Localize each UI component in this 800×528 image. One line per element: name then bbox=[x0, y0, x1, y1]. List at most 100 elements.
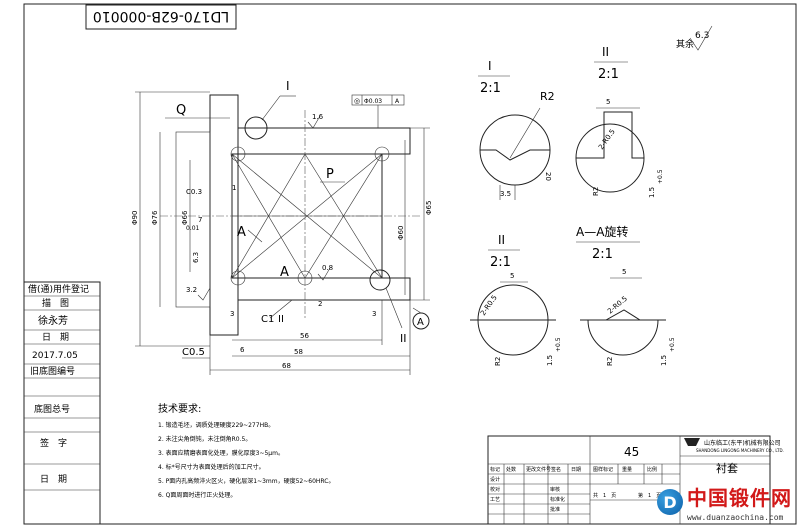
svg-text:6.3: 6.3 bbox=[695, 31, 709, 41]
svg-text:3.2: 3.2 bbox=[186, 286, 197, 294]
svg-text:其余: 其余 bbox=[676, 38, 694, 50]
note-2: 2. 未注尖角倒钝，未注倒角R0.5。 bbox=[158, 435, 251, 443]
svg-text:+0.5: +0.5 bbox=[657, 169, 664, 184]
svg-text:I: I bbox=[488, 59, 492, 73]
svg-text:1.5: 1.5 bbox=[546, 355, 554, 366]
notes-title: 技术要求: bbox=[158, 402, 201, 415]
svg-text:2-R0.5: 2-R0.5 bbox=[479, 294, 499, 317]
svg-text:2-R0.5: 2-R0.5 bbox=[597, 128, 617, 151]
company: 山东临工(东平)机械有限公司 bbox=[704, 439, 781, 447]
watermark-logo-icon: D bbox=[657, 489, 683, 515]
svg-text:第 1 页: 第 1 页 bbox=[638, 492, 661, 499]
groove-circle-bottom bbox=[369, 269, 391, 291]
site-watermark: D 中国锻件网 www.duanzaochina.com bbox=[657, 482, 792, 522]
svg-text:借(通)用件登记: 借(通)用件登记 bbox=[28, 283, 89, 295]
svg-text:2:1: 2:1 bbox=[598, 67, 619, 82]
drawing-number: LD170-62B-000010 bbox=[93, 8, 229, 24]
svg-text:5: 5 bbox=[510, 272, 514, 280]
title-block: 45 山东临工(东平)机械有限公司 SHANDONG LINGONG MACHI… bbox=[487, 435, 784, 525]
svg-text:重量: 重量 bbox=[622, 466, 632, 473]
svg-text:1.6: 1.6 bbox=[312, 113, 324, 121]
svg-text:2017.7.05: 2017.7.05 bbox=[32, 351, 78, 361]
material: 45 bbox=[624, 445, 639, 459]
svg-text:Φ65: Φ65 bbox=[425, 201, 433, 215]
chamfer-c03: C0.3 bbox=[186, 188, 202, 196]
sheet-border bbox=[23, 3, 797, 525]
svg-text:校对: 校对 bbox=[490, 486, 500, 493]
svg-text:A—A旋转: A—A旋转 bbox=[576, 224, 628, 239]
svg-text:图样标记: 图样标记 bbox=[593, 466, 613, 473]
note-1: 1. 锻造毛坯，调质处理硬度229~277HB。 bbox=[158, 421, 274, 429]
svg-text:1: 1 bbox=[232, 184, 236, 192]
svg-text:批准: 批准 bbox=[550, 506, 560, 513]
svg-text:◎: ◎ bbox=[354, 97, 360, 105]
svg-text:Φ76: Φ76 bbox=[151, 210, 159, 225]
svg-text:签名: 签名 bbox=[551, 466, 561, 473]
detail-view-one: I 2:1 R2 3.5 20 bbox=[478, 59, 555, 200]
svg-text:1.5: 1.5 bbox=[648, 187, 656, 198]
svg-text:2: 2 bbox=[318, 300, 322, 308]
svg-text:2:1: 2:1 bbox=[480, 81, 501, 96]
svg-text:工艺: 工艺 bbox=[490, 497, 500, 503]
detail-view-three: II 2:1 5 2-R0.5 R2 1.5 +0.5 bbox=[470, 233, 562, 366]
svg-text:II: II bbox=[602, 45, 609, 59]
svg-text:Φ0.03: Φ0.03 bbox=[364, 98, 382, 105]
svg-text:日 期: 日 期 bbox=[40, 474, 67, 485]
note-3: 3. 表面应精磨表面化处理，膜化厚度3~5μm。 bbox=[158, 449, 284, 457]
svg-text:6: 6 bbox=[240, 346, 245, 354]
svg-text:5: 5 bbox=[622, 268, 626, 276]
svg-text:R2: R2 bbox=[592, 187, 600, 196]
note-4: 4. 标*号尺寸为表面处理后的加工尺寸。 bbox=[158, 463, 265, 471]
left-registration-panel: 借(通)用件登记 描 图 徐永芳 日 期 2017.7.05 旧底图编号 底图总… bbox=[23, 281, 101, 525]
svg-text:R2: R2 bbox=[494, 357, 502, 366]
svg-text:日期: 日期 bbox=[571, 467, 581, 473]
svg-text:Φ90: Φ90 bbox=[131, 211, 139, 225]
svg-text:0.01: 0.01 bbox=[186, 225, 200, 232]
groove-circle-top bbox=[244, 116, 268, 140]
svg-text:旧底图编号: 旧底图编号 bbox=[30, 365, 75, 377]
svg-text:6.3: 6.3 bbox=[192, 252, 200, 263]
svg-text:II: II bbox=[498, 233, 505, 247]
svg-text:审核: 审核 bbox=[550, 486, 560, 493]
watermark-title: 中国锻件网 bbox=[687, 486, 792, 510]
svg-text:Φ60: Φ60 bbox=[397, 226, 405, 240]
datum-a: A bbox=[417, 317, 424, 328]
watermark-url: www.duanzaochina.com bbox=[687, 513, 784, 522]
chamfer-c05: C0.5 bbox=[182, 347, 205, 358]
company-en: SHANDONG LINGONG MACHINERY CO., LTD. bbox=[696, 448, 784, 453]
svg-text:R2: R2 bbox=[540, 90, 555, 103]
drawing-number-box: LD170-62B-000010 bbox=[85, 4, 237, 30]
label-q: Q bbox=[176, 103, 186, 118]
label-p: P bbox=[326, 167, 334, 182]
svg-text:R2: R2 bbox=[606, 357, 614, 366]
svg-text:3: 3 bbox=[372, 310, 376, 318]
svg-text:设计: 设计 bbox=[490, 476, 500, 483]
svg-text:标记: 标记 bbox=[490, 466, 500, 473]
svg-text:签 字: 签 字 bbox=[40, 437, 67, 449]
svg-text:共 1 页: 共 1 页 bbox=[593, 492, 616, 499]
main-section-view: Q P A A I II II A C1 C0.5 C0.3 ◎ Φ0.03 A bbox=[131, 79, 433, 375]
svg-text:5: 5 bbox=[606, 98, 610, 106]
svg-text:2:1: 2:1 bbox=[490, 255, 511, 270]
detail-one-marker: I bbox=[286, 79, 290, 93]
svg-text:3.5: 3.5 bbox=[500, 190, 511, 198]
svg-text:7: 7 bbox=[198, 216, 202, 224]
svg-text:标准化: 标准化 bbox=[550, 496, 565, 503]
label-a2: A bbox=[280, 265, 289, 280]
detail-view-two: II 2:1 5 2-R0.5 R2 1.5 +0.5 bbox=[575, 45, 664, 198]
detail-two-leader: II bbox=[278, 314, 284, 325]
svg-text:1.5: 1.5 bbox=[660, 355, 668, 366]
svg-text:3: 3 bbox=[230, 310, 234, 318]
svg-text:比例: 比例 bbox=[647, 466, 657, 473]
detail-view-a-a: A—A旋转 2:1 5 2-R0.5 R2 1.5 +0.5 bbox=[576, 224, 676, 366]
svg-text:68: 68 bbox=[282, 362, 291, 370]
svg-text:+0.5: +0.5 bbox=[669, 337, 676, 352]
svg-text:日 期: 日 期 bbox=[42, 332, 69, 343]
svg-text:处数: 处数 bbox=[506, 466, 516, 473]
svg-text:58: 58 bbox=[294, 348, 303, 356]
svg-text:更改文件号: 更改文件号 bbox=[526, 466, 551, 473]
chamfer-c1: C1 bbox=[261, 314, 274, 325]
svg-text:+0.5: +0.5 bbox=[555, 337, 562, 352]
svg-text:20: 20 bbox=[544, 172, 552, 181]
